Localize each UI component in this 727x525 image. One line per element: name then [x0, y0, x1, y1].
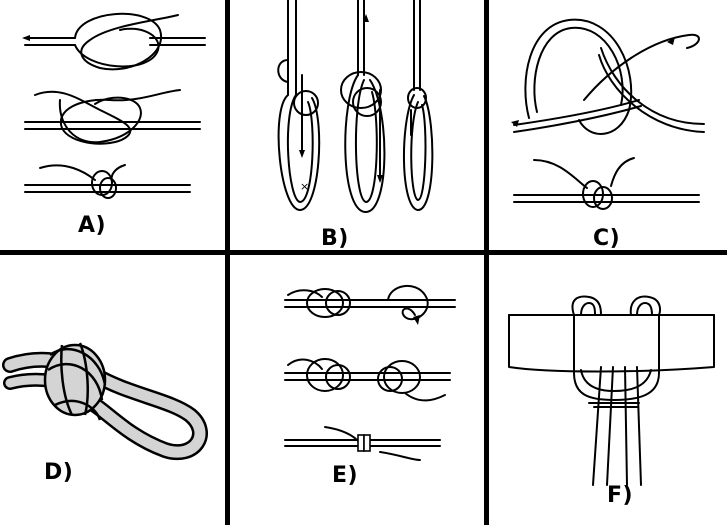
panel-e: E) — [230, 255, 484, 525]
panel-b-label: B) — [321, 226, 349, 251]
panel-b: × B) — [230, 0, 484, 250]
panel-a-label: A) — [78, 213, 106, 238]
panel-c-knot-illustration — [489, 0, 727, 250]
panel-d: D) — [0, 255, 225, 525]
panel-b-knot-illustration: × — [230, 0, 484, 250]
panel-c: C) — [489, 0, 727, 250]
svg-text:×: × — [300, 180, 309, 193]
panel-d-knot-illustration — [0, 255, 225, 525]
panel-f-label: F) — [607, 483, 633, 508]
panel-a-knot-illustration — [0, 0, 225, 250]
panel-a: A) — [0, 0, 225, 250]
panel-c-label: C) — [593, 226, 620, 251]
panel-d-label: D) — [44, 460, 73, 485]
panel-f: F) — [489, 255, 727, 525]
panel-e-label: E) — [332, 463, 358, 488]
